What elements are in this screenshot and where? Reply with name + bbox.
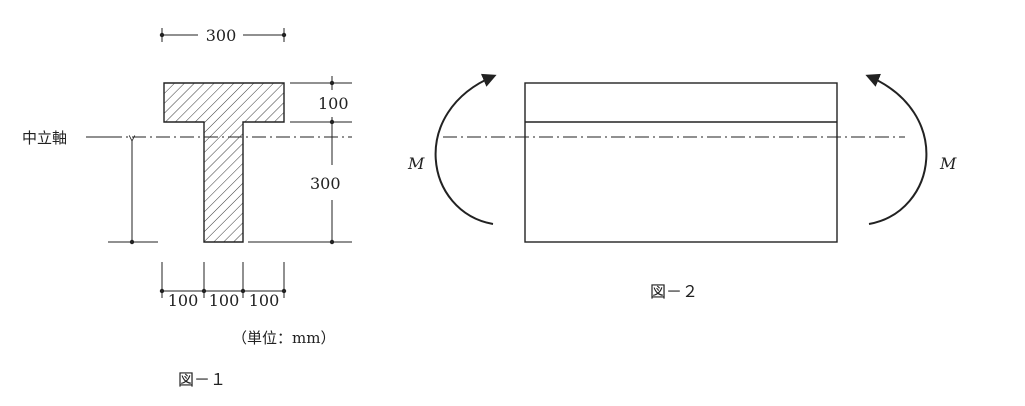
neutral-axis-label: 中立軸 [22, 129, 67, 147]
right-moment-arrow [865, 73, 928, 225]
web-depth-label: 300 [310, 174, 341, 193]
beam-outline [524, 82, 838, 243]
moment-left-label: M [407, 154, 425, 173]
bottom-left-label: 100 [168, 291, 199, 310]
t-section-shape [163, 82, 285, 243]
bottom-dimensions: 100 100 100 [159, 262, 287, 310]
bottom-right-label: 100 [249, 291, 280, 310]
flange-depth-label: 100 [318, 94, 349, 113]
neutral-axis: 中立軸 [22, 129, 352, 147]
figure-1: 300 中立軸 100 300 [22, 26, 352, 389]
top-width-label: 300 [206, 26, 237, 45]
bottom-mid-label: 100 [209, 291, 240, 310]
moment-right-label: M [939, 154, 957, 173]
figure-2-caption: 図－２ [650, 282, 698, 301]
neutral-axis-height-dimension [108, 141, 158, 245]
top-width-dimension: 300 [159, 26, 287, 45]
unit-note: （単位：mm） [232, 329, 335, 347]
left-moment-arrow [434, 73, 497, 225]
right-dimensions: 100 300 [248, 76, 352, 245]
figure-1-caption: 図－１ [178, 370, 226, 389]
figure-2: M M 図－２ [407, 73, 957, 301]
